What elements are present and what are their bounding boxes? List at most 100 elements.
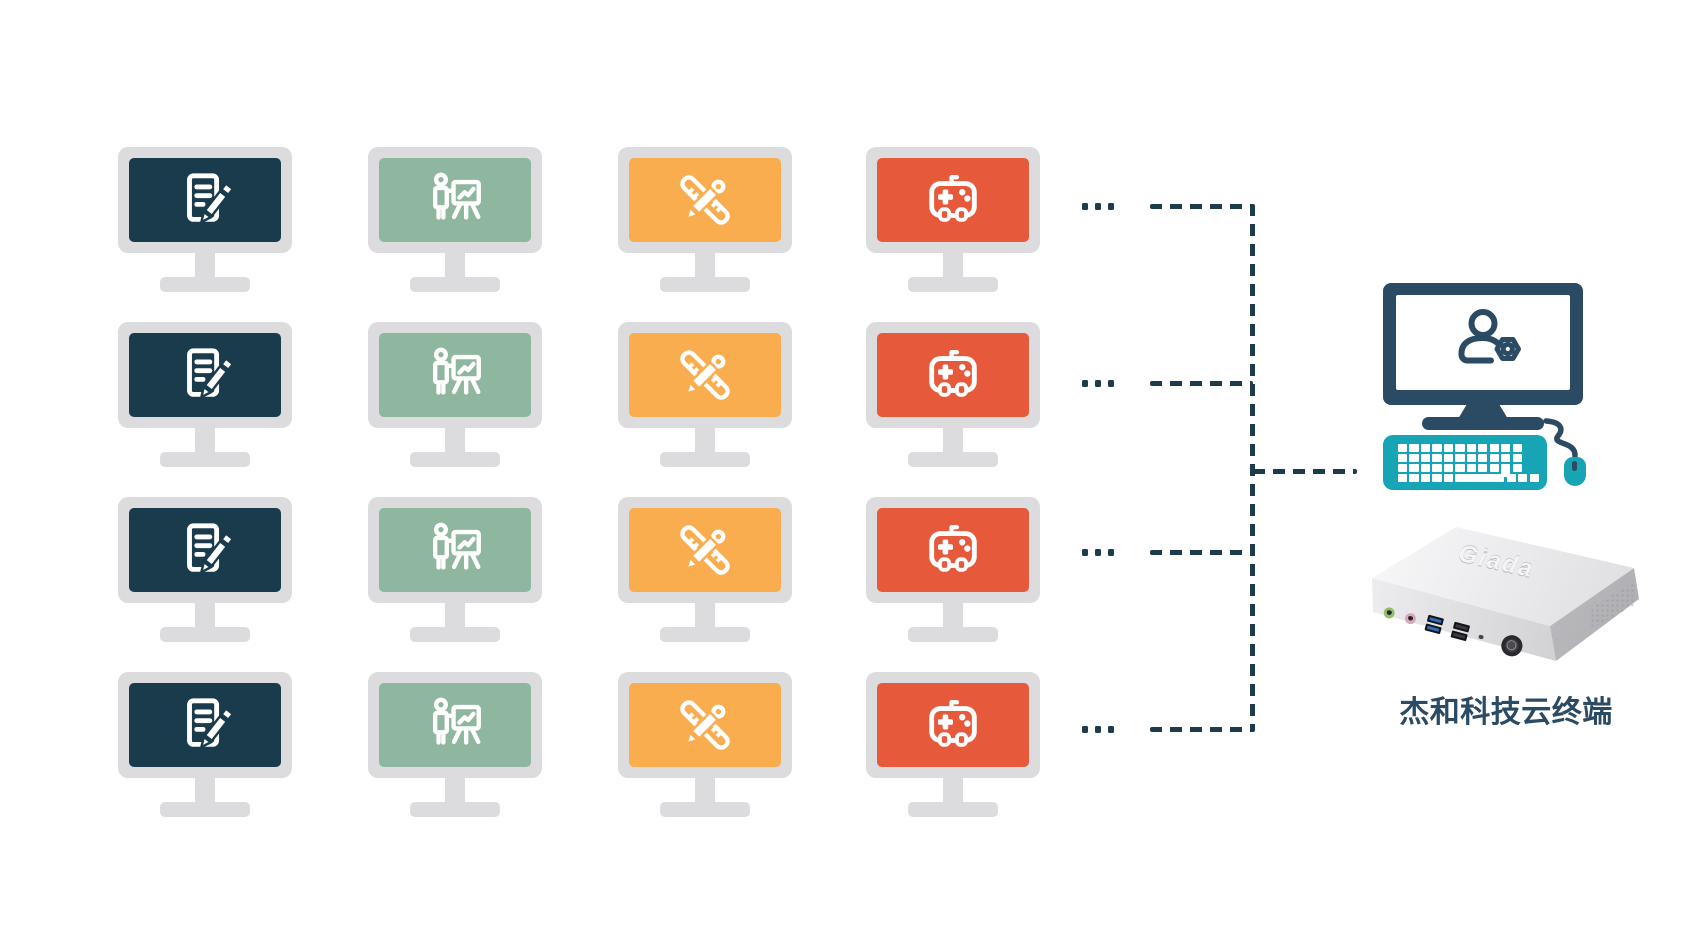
monitor-screen-office <box>129 683 281 767</box>
keyboard-key <box>1529 474 1539 482</box>
monitor-bezel <box>618 672 792 778</box>
monitor-stand-base <box>908 277 998 292</box>
ellipsis-dot <box>1082 202 1088 210</box>
admin-screen <box>1396 295 1570 390</box>
ellipsis-dot <box>1095 202 1101 210</box>
keyboard-key <box>1455 464 1465 472</box>
client-monitor-design-r3 <box>618 497 792 642</box>
ellipsis-dot <box>1095 725 1101 733</box>
row-ellipsis <box>1082 202 1114 210</box>
keyboard-key <box>1455 454 1465 462</box>
keyboard-key <box>1409 474 1419 482</box>
monitor-stand-base <box>160 452 250 467</box>
monitor-stand-base <box>410 452 500 467</box>
keyboard-key <box>1443 444 1454 452</box>
monitor-stand-neck <box>445 778 465 804</box>
monitor-screen-presentation <box>379 333 531 417</box>
monitor-stand-base <box>410 802 500 817</box>
terminal-label: 杰和科技云终端 <box>1399 696 1613 729</box>
mouse-scroll-wheel <box>1572 461 1577 471</box>
document-edit-icon <box>187 173 234 225</box>
monitor-stand-base <box>908 802 998 817</box>
gamepad-icon <box>929 350 977 397</box>
monitor-screen-gaming <box>877 158 1029 242</box>
monitor-stand-base <box>660 802 750 817</box>
keyboard-key <box>1455 444 1465 452</box>
monitor-stand-neck <box>195 603 215 629</box>
client-monitor-office-r2 <box>118 322 292 467</box>
keyboard-key <box>1512 444 1522 452</box>
monitor-stand-base <box>160 627 250 642</box>
monitor-stand-base <box>410 627 500 642</box>
keyboard-key <box>1506 474 1516 482</box>
client-monitor-design-r1 <box>618 147 792 292</box>
keyboard-key <box>1466 444 1476 452</box>
keyboard-row <box>1398 474 1539 482</box>
monitor-stand-base <box>908 627 998 642</box>
client-monitor-presentation-r1 <box>368 147 542 292</box>
ellipsis-dot <box>1095 379 1101 387</box>
monitor-bezel <box>368 497 542 603</box>
keyboard-key <box>1478 464 1488 472</box>
monitor-stand-base <box>660 277 750 292</box>
dashed-trunk <box>1250 204 1255 732</box>
keyboard-key <box>1501 444 1511 452</box>
ellipsis-dot <box>1108 202 1114 210</box>
gamepad-icon <box>929 700 977 747</box>
keyboard-key <box>1443 474 1454 482</box>
keyboard-key <box>1518 474 1528 482</box>
monitor-screen-presentation <box>379 508 531 592</box>
monitor-screen-office <box>129 158 281 242</box>
monitor-screen-presentation <box>379 683 531 767</box>
monitor-bezel <box>118 497 292 603</box>
keyboard-key <box>1443 464 1454 472</box>
monitor-stand-neck <box>943 778 963 804</box>
client-monitor-presentation-r3 <box>368 497 542 642</box>
monitor-screen-gaming <box>877 333 1029 417</box>
monitor-stand-neck <box>943 428 963 454</box>
monitor-stand-neck <box>943 603 963 629</box>
keyboard-key <box>1420 464 1431 472</box>
ruler-pencil-icon <box>680 175 730 225</box>
monitor-screen-design <box>629 683 781 767</box>
keyboard-key <box>1432 464 1442 472</box>
power-button <box>1498 632 1525 659</box>
keyboard-key <box>1489 454 1499 462</box>
document-edit-icon <box>187 523 234 575</box>
presenter-chart-icon <box>432 347 481 395</box>
monitor-screen-gaming <box>877 683 1029 767</box>
keyboard-key <box>1455 474 1505 482</box>
ellipsis-dot <box>1082 548 1088 556</box>
keyboard-key <box>1466 454 1476 462</box>
row-ellipsis <box>1082 725 1114 733</box>
monitor-stand-neck <box>445 253 465 279</box>
keyboard-key <box>1432 474 1442 482</box>
keyboard-key <box>1478 454 1488 462</box>
keyboard-key <box>1398 464 1408 472</box>
monitor-stand-neck <box>943 253 963 279</box>
keyboard-key <box>1398 444 1408 452</box>
keyboard-key <box>1409 454 1419 462</box>
ellipsis-dot <box>1082 379 1088 387</box>
client-monitor-gaming-r4 <box>866 672 1040 817</box>
keyboard-row <box>1398 444 1534 452</box>
keyboard-key <box>1398 474 1408 482</box>
monitor-screen-gaming <box>877 508 1029 592</box>
monitor-stand-neck <box>445 603 465 629</box>
client-monitor-office-r4 <box>118 672 292 817</box>
keyboard <box>1383 435 1547 490</box>
dashed-line-row-2 <box>1150 380 1253 386</box>
ruler-pencil-icon <box>680 350 730 400</box>
keyboard-key <box>1489 444 1499 452</box>
ruler-pencil-icon <box>680 700 730 750</box>
keyboard-key <box>1443 454 1454 462</box>
monitor-stand-neck <box>445 428 465 454</box>
monitor-screen-design <box>629 158 781 242</box>
keyboard-keys <box>1398 444 1539 484</box>
monitor-stand-neck <box>695 778 715 804</box>
monitor-bezel <box>866 147 1040 253</box>
usb3-ports <box>1424 614 1444 635</box>
mini-pc-device: Giada <box>1362 498 1652 673</box>
admin-stand-neck <box>1458 404 1508 419</box>
keyboard-key <box>1512 464 1522 472</box>
